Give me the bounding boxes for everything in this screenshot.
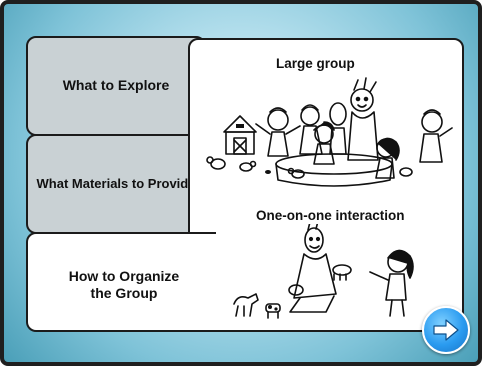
content-panel: Large group xyxy=(188,38,464,332)
tab-label: How to Organize the Group xyxy=(68,267,180,302)
large-group-title: Large group xyxy=(276,56,355,71)
tab-what-to-explore[interactable]: What to Explore xyxy=(26,36,206,136)
large-group-illustration xyxy=(206,77,453,187)
tab-label: What to Explore xyxy=(62,77,170,94)
right-arrow-icon xyxy=(433,319,459,341)
one-on-one-illustration xyxy=(233,224,414,319)
one-on-one-title: One-on-one interaction xyxy=(256,208,405,223)
next-button[interactable] xyxy=(422,306,470,354)
tab-how-to-organize-the-group[interactable]: How to Organize the Group xyxy=(26,232,216,332)
tab-label: What Materials to Provide xyxy=(36,175,196,191)
tab-what-materials-to-provide[interactable]: What Materials to Provide xyxy=(26,134,206,234)
